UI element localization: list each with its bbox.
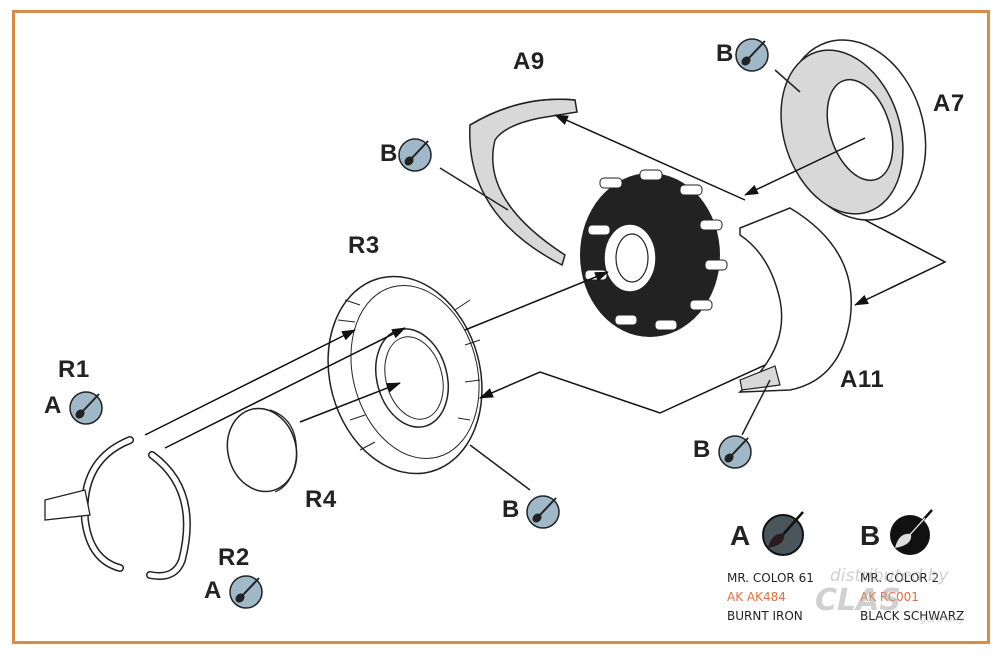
label-r2: R2 (218, 544, 250, 571)
part-r1 (44, 436, 134, 572)
part-r4 (226, 407, 298, 493)
paint-code-a7: B (716, 40, 734, 67)
watermark-logo: CLAS (815, 583, 901, 618)
part-a7 (780, 39, 927, 221)
part-r3 (327, 275, 483, 475)
paint-code-r3: B (502, 496, 520, 523)
paint-leaders (439, 69, 801, 491)
paint-badge-r3 (526, 495, 560, 529)
legend-icon-b (890, 509, 933, 555)
legend-a-line2: AK AK484 (727, 590, 786, 604)
part-a9 (469, 98, 578, 267)
arrow-a11-to-r3 (479, 364, 766, 414)
arrow-a7 (744, 137, 866, 196)
assembly-arrows (144, 114, 947, 449)
legend-b-line1: MR. COLOR 2 (860, 571, 940, 585)
legend-a-line3: BURNT IRON (727, 609, 803, 623)
legend-b-line3: BLACK SCHWARZ (860, 609, 965, 623)
arrow-r2-to-r3 (164, 327, 406, 449)
paint-badge-a7 (735, 38, 769, 72)
paint-badge-a11 (718, 435, 752, 469)
watermark-line1: distributed by (830, 566, 949, 586)
legend-key-a: A (730, 520, 751, 551)
watermark-line3: germany (920, 614, 965, 625)
label-a11: A11 (840, 366, 885, 393)
paint-badge-r2 (229, 575, 263, 609)
arrow-r4-to-r3 (299, 382, 401, 423)
paint-badge-a9 (398, 138, 432, 172)
paint-code-a9: B (380, 140, 398, 167)
legend-key-b: B (860, 520, 881, 551)
label-r3: R3 (348, 232, 380, 259)
arrow-r1-to-r3 (144, 329, 356, 436)
part-radial-engine (580, 169, 728, 337)
paint-code-r2: A (204, 577, 222, 604)
label-r1: R1 (58, 356, 90, 383)
legend-a-line1: MR. COLOR 61 (727, 571, 814, 585)
arrow-a7-to-a11 (854, 219, 947, 306)
part-r2 (146, 451, 191, 580)
label-a7: A7 (933, 90, 965, 117)
label-a9: A9 (513, 48, 545, 75)
legend-b-line2: AK RC001 (860, 590, 919, 604)
arrow-a9 (554, 114, 746, 201)
label-r4: R4 (305, 486, 337, 513)
paint-code-r1: A (44, 392, 62, 419)
arrow-r3-to-engine (464, 271, 609, 331)
part-a11 (737, 207, 852, 393)
paint-badge-r1 (69, 391, 103, 425)
paint-code-a11: B (693, 436, 711, 463)
legend-icon-a (762, 511, 804, 556)
